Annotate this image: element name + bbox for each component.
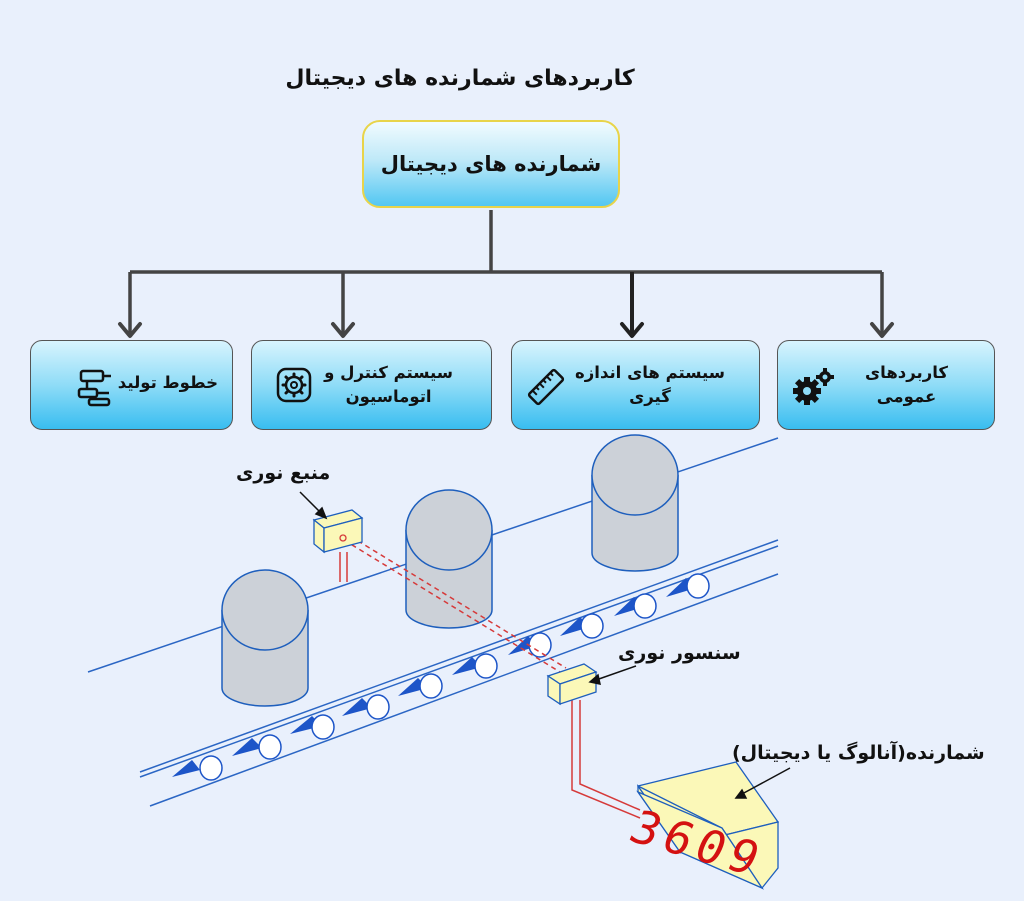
- arrowhead-measurement: [620, 322, 644, 338]
- rollers: [172, 573, 710, 781]
- label-light-sensor: سنسور نوری: [618, 642, 741, 664]
- category-label: خطوط تولید: [117, 373, 218, 392]
- light-sensor-device: [546, 663, 598, 706]
- arrowhead-control: [331, 322, 355, 338]
- category-production-lines: خطوط تولید: [30, 340, 233, 430]
- diagram-title: کاربردهای شمارنده های دیجیتال: [285, 66, 635, 91]
- category-measurement-systems: سیستم های اندازه گیری: [511, 340, 760, 430]
- belt-edge-bottom: [149, 573, 779, 807]
- label-light-source: منبع نوری: [236, 462, 331, 484]
- roller: [580, 613, 604, 639]
- arrowhead-production: [118, 322, 142, 338]
- arrow-light-source: [299, 491, 328, 520]
- roller: [474, 653, 498, 679]
- light-beam: [349, 535, 567, 669]
- arrowhead-general: [870, 322, 894, 338]
- roller: [366, 694, 390, 720]
- arrow-counter: [734, 767, 791, 799]
- belt-edge-top-2: [139, 545, 779, 778]
- roller: [686, 573, 710, 599]
- category-label: کاربردهای عمومی: [865, 363, 948, 406]
- belt-edge-top-1: [139, 539, 779, 773]
- ruler-icon: [527, 368, 565, 406]
- light-source-device: [312, 509, 364, 554]
- category-control-automation: سیستم کنترل و اتوماسیون: [251, 340, 492, 430]
- category-general-applications: کاربردهای عمومی: [777, 340, 995, 430]
- belt-triangle: [232, 738, 262, 756]
- arrow-light-sensor: [588, 665, 637, 685]
- roller: [258, 734, 282, 760]
- wire-sensor: [571, 700, 641, 819]
- root-node: شمارنده های دیجیتال: [362, 120, 620, 208]
- gears-icon: [793, 368, 834, 405]
- gear-icon: [276, 367, 312, 403]
- counter-display: [636, 761, 780, 890]
- roller: [419, 673, 443, 699]
- cylinder: [221, 569, 309, 707]
- belt-triangle: [342, 698, 372, 716]
- cylinder: [405, 489, 493, 629]
- roller: [199, 755, 223, 781]
- belt-triangle: [452, 657, 482, 675]
- roller: [311, 714, 335, 740]
- light-beam: [343, 539, 561, 673]
- category-label: سیستم های اندازه گیری: [575, 363, 725, 406]
- belt-triangle: [172, 760, 200, 777]
- roller: [528, 632, 552, 658]
- roller: [633, 593, 657, 619]
- cylinder: [591, 434, 679, 572]
- production-line-icon: [77, 369, 111, 407]
- label-counter: شمارنده(آنالوگ یا دیجیتال): [732, 742, 985, 764]
- category-label: سیستم کنترل و اتوماسیون: [324, 363, 453, 406]
- wire-sensor: [579, 700, 641, 811]
